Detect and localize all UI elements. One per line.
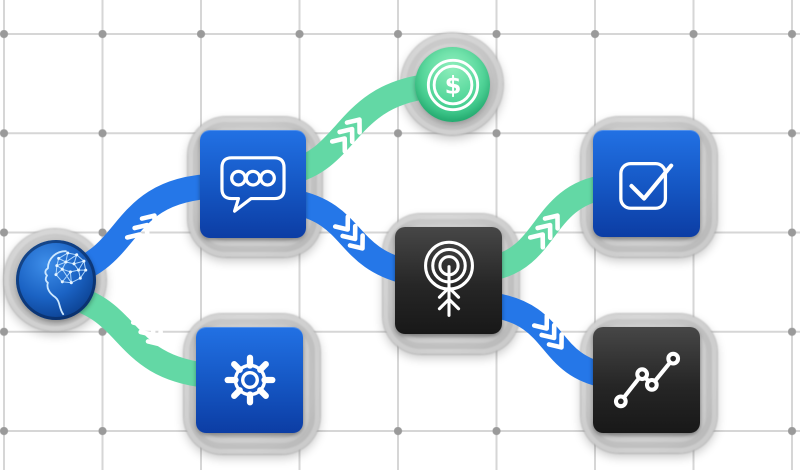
money-node: $ (415, 47, 490, 122)
gear-icon (224, 354, 275, 406)
chevron-arrows-brain-chat (124, 213, 157, 250)
analytics-node (593, 327, 700, 433)
chevron-arrows-target-task (527, 213, 560, 250)
dollar-coin-icon: $ (426, 58, 479, 111)
target-node (395, 227, 502, 334)
line-chart-icon (613, 351, 680, 409)
settings-node (196, 327, 303, 433)
chevron-arrows-brain-settings (130, 310, 163, 347)
chevron-arrows-target-analytics (531, 313, 564, 350)
chat-node (200, 130, 306, 238)
target-arrow-icon (423, 240, 474, 317)
connector-target-to-analytics (479, 292, 621, 389)
brain-node (16, 240, 96, 320)
dollar-glyph: $ (444, 71, 461, 99)
speech-bubble-icon (220, 156, 286, 213)
chevron-arrows-chat-money (329, 117, 362, 154)
brain-network-icon (44, 250, 88, 316)
task-node (593, 130, 700, 237)
checkbox-icon (618, 161, 673, 210)
chevron-arrows-chat-target (332, 214, 365, 251)
